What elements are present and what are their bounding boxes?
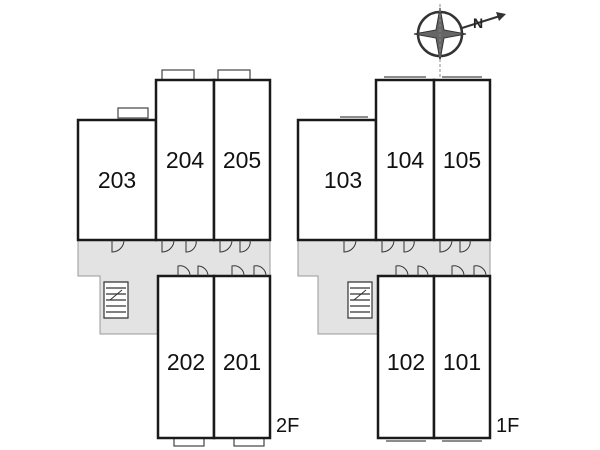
unit-label-202: 202 [167, 349, 205, 375]
balcony-205 [217, 69, 251, 81]
unit-203 [76, 118, 158, 242]
unit-101 [432, 274, 492, 440]
floor-1f: 103 104 105 102 101 1F [296, 76, 519, 442]
compass: N [413, 4, 506, 78]
unit-204 [154, 78, 216, 242]
door-swing-icon [459, 239, 471, 253]
floor-label-1f: 1F [496, 415, 519, 437]
door-swing-icon [343, 239, 357, 253]
unit-102 [376, 274, 436, 440]
unit-202 [156, 274, 216, 440]
door-swing-icon [219, 239, 233, 253]
unit-label-205: 205 [223, 147, 261, 173]
door-swing-icon [177, 265, 191, 277]
door-swing-icon [231, 265, 245, 277]
unit-104 [374, 78, 436, 242]
stair-direction-icon [109, 289, 123, 301]
door-swing-icon [451, 265, 465, 277]
floor-2f: 203 204 205 202 201 2F [76, 69, 299, 447]
unit-label-101: 101 [443, 349, 481, 375]
unit-205 [212, 78, 272, 242]
staircase-2f [103, 281, 129, 319]
floor-label-2f: 2F [276, 415, 299, 437]
unit-105 [432, 78, 492, 242]
unit-103 [296, 118, 378, 242]
doors-2f [111, 239, 267, 277]
door-swing-icon [253, 265, 267, 277]
door-swing-icon [395, 265, 409, 277]
door-swing-icon [197, 265, 209, 277]
balcony-203 [117, 107, 149, 119]
unit-label-103: 103 [324, 167, 362, 193]
unit-label-104: 104 [386, 147, 425, 173]
door-swing-icon [239, 239, 251, 253]
staircase-1f [347, 281, 373, 319]
door-swing-icon [161, 239, 175, 253]
door-swing-icon [473, 265, 487, 277]
balcony-204 [161, 69, 195, 81]
unit-label-203: 203 [98, 167, 136, 193]
door-swing-icon [403, 239, 415, 253]
compass-north-label: N [473, 15, 483, 31]
unit-label-204: 204 [166, 147, 205, 173]
unit-label-102: 102 [387, 349, 425, 375]
compass-arrowhead-icon [496, 12, 506, 21]
compass-arrow [461, 15, 501, 29]
unit-201 [212, 274, 272, 440]
stair-direction-icon [353, 289, 367, 301]
door-swing-icon [439, 239, 453, 253]
unit-label-105: 105 [443, 147, 481, 173]
unit-label-201: 201 [223, 349, 261, 375]
door-swing-icon [111, 239, 125, 253]
door-swing-icon [185, 239, 197, 253]
doors-1f [343, 239, 487, 277]
door-swing-icon [381, 239, 395, 253]
windows-1f [340, 76, 482, 442]
door-swing-icon [417, 265, 429, 277]
